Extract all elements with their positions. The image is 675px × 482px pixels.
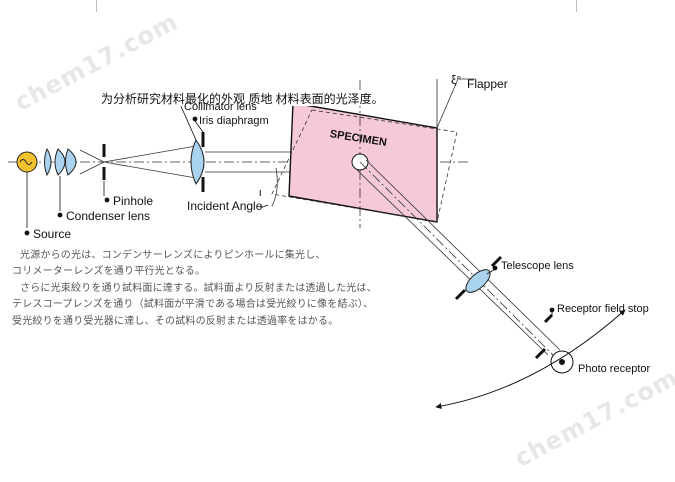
- specimen-tilt-outline: [271, 109, 458, 223]
- collimator-lens-shape: [190, 139, 205, 185]
- telescope-lens-label: Telescope lens: [501, 260, 574, 272]
- photo-receptor-label: Photo receptor: [578, 363, 651, 375]
- description-line-4: テレスコープレンズを通り（試料面が平滑である場合は受光絞りに像を結ぶ）、: [12, 299, 374, 310]
- description-line-2: コリメーターレンズを通り平行光となる。: [12, 266, 206, 277]
- flapper-bracket: [436, 78, 476, 129]
- description-line-1: 光源からの光は、コンデンサーレンズによりピンホールに集光し、: [20, 250, 326, 261]
- iris-diaphragm-label: Iris diaphragm: [199, 115, 269, 127]
- incident-angle-symbol: ι: [259, 187, 262, 199]
- rotation-arc: [435, 309, 626, 410]
- collimator-lens-label: Collimator lens: [184, 101, 257, 113]
- source-lamp: [16, 151, 38, 173]
- pinhole-label: Pinhole: [113, 194, 154, 208]
- source-label: Source: [33, 227, 72, 241]
- flapper-angle-symbol: ξ°: [451, 73, 462, 87]
- condenser-lens-label: Condenser lens: [66, 209, 151, 223]
- diverging-beam: [103, 145, 197, 179]
- receptor-field-stop-label: Receptor field stop: [557, 303, 649, 315]
- flapper-label: Flapper: [467, 77, 508, 91]
- frame-edge-left: [96, 0, 97, 12]
- frame-edge-right: [576, 0, 577, 12]
- incident-angle-arc: [271, 167, 278, 207]
- incident-angle-label: Incident Angle: [187, 199, 263, 213]
- receptor-field-stop-shape: [534, 313, 554, 360]
- description-line-3: さらに光束絞りを通り試料面に達する。試料面より反射または透過した光は、: [20, 283, 377, 294]
- telescope-lens-shape: [454, 255, 503, 301]
- caption-text: 为分析研究材料最化的外观 质地 材料表面的光泽度。: [100, 92, 385, 106]
- description-line-5: 受光絞りを通り受光器に達し、その試料の反射または透過率をはかる。: [12, 316, 339, 327]
- condenser-lens-shape: [44, 147, 77, 177]
